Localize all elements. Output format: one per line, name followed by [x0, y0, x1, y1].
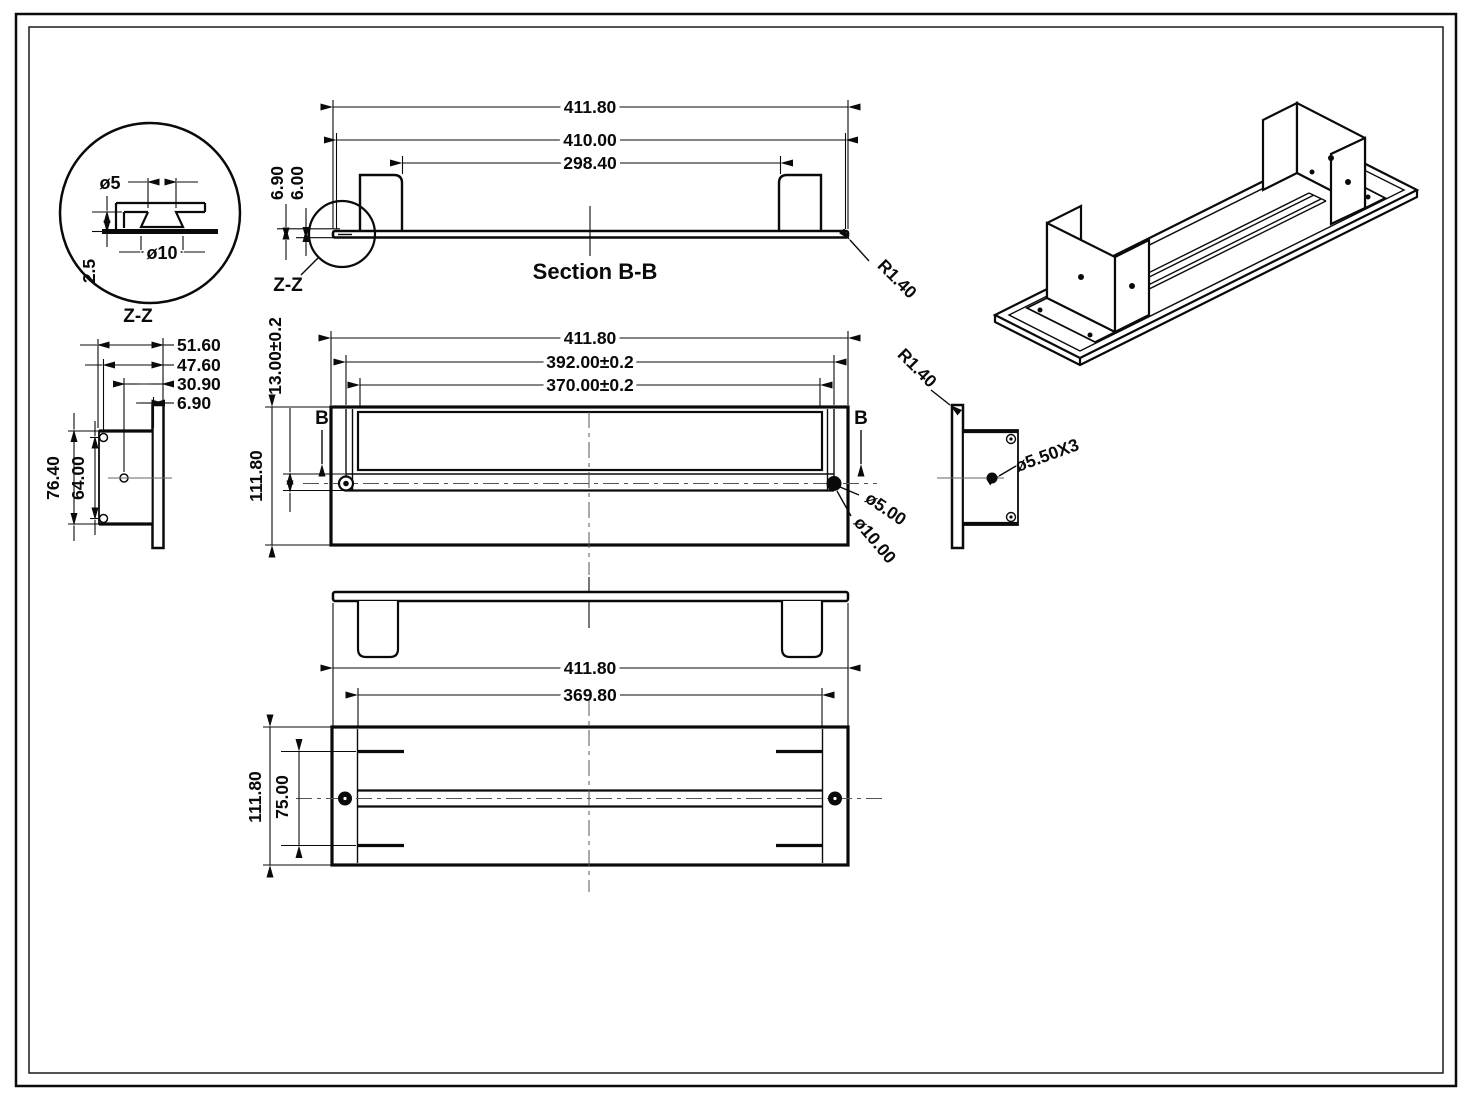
detail-circle	[58, 121, 242, 305]
dim-label-section-411-80: 411.80	[564, 97, 617, 117]
dim-detail-depth: 2.5	[79, 196, 122, 283]
outer-border	[14, 12, 1458, 1088]
isometric-view	[992, 101, 1420, 367]
dim-side-51-60: 51.60	[80, 335, 221, 428]
detail-view-zz: ø5 ø10 2.5 Z-Z	[58, 121, 242, 327]
dim-section-411-80: 411.80	[320, 93, 861, 121]
dim-plan-411-80: 411.80	[318, 324, 861, 352]
dim-label-plan-111-80: 111.80	[246, 450, 266, 502]
side-hole-top	[98, 432, 109, 443]
side-hole-bottom	[98, 513, 109, 524]
detail-callout-circle	[307, 199, 377, 269]
end-flange	[950, 403, 965, 550]
front-leg-left	[356, 601, 400, 659]
dim-end-r140: R1.40	[894, 344, 962, 416]
dim-label-depth: 2.5	[79, 259, 99, 284]
dim-label-plan-411-80: 411.80	[564, 328, 617, 348]
section-right-tab	[777, 173, 823, 231]
dim-side-47-60: 47.60	[85, 355, 221, 432]
section-marker-b-left: B	[315, 408, 329, 477]
dim-plan-13-00: 13.00±0.2	[265, 317, 345, 512]
plan-recess	[356, 410, 824, 472]
dim-side-6-90: 6.90	[136, 393, 211, 428]
section-b-right-label: B	[854, 408, 868, 429]
plan-view: 411.80 392.00±0.2 370.00±0.2 B B	[246, 317, 910, 575]
dim-bottom-369-80: 369.80	[345, 681, 835, 709]
dim-label-section-6-90: 6.90	[267, 166, 287, 200]
dim-side-64-00: 64.00	[68, 421, 100, 535]
section-left-tab	[358, 173, 404, 231]
dim-section-298-40: 298.40	[390, 149, 793, 177]
dim-label-plan-392-00: 392.00±0.2	[546, 352, 634, 372]
dim-label-bottom-111-80: 111.80	[245, 771, 265, 823]
dim-section-r140: R1.40	[839, 228, 921, 303]
bottom-outline	[330, 725, 850, 867]
front-plate	[331, 590, 850, 603]
end-view: R1.40 ø5.50X3	[894, 344, 1082, 550]
dim-label-dia10: ø10	[146, 243, 177, 263]
detail-title: Z-Z	[123, 306, 153, 327]
dim-label-section-298-40: 298.40	[563, 153, 617, 173]
dim-label-plan-13-00: 13.00±0.2	[265, 317, 285, 395]
dim-detail-dia5: ø5	[99, 173, 198, 208]
plan-hole-right	[826, 476, 842, 491]
dim-label-76-40: 76.40	[43, 456, 63, 500]
section-title: Section B-B	[533, 259, 658, 284]
dim-label-51-60: 51.60	[177, 335, 221, 355]
bottom-view: 411.80 369.80 111.80	[245, 603, 884, 892]
dim-label-47-60: 47.60	[177, 355, 221, 375]
dim-plan-370-00: 370.00±0.2	[347, 371, 833, 399]
detail-callout-label: Z-Z	[273, 275, 303, 296]
dim-label-dia5: ø5	[99, 173, 120, 193]
dim-plan-392-00: 392.00±0.2	[333, 348, 847, 376]
dim-side-30-90: 30.90	[113, 374, 221, 472]
dim-side-76-40: 76.40	[43, 413, 98, 541]
dim-label-end-r140: R1.40	[894, 344, 941, 391]
detail-profile	[114, 201, 207, 231]
section-marker-b-right: B	[854, 408, 868, 477]
dim-section-410-00: 410.00	[324, 126, 858, 154]
dim-label-section-r140: R1.40	[874, 255, 921, 302]
front-view	[331, 577, 850, 659]
section-bb-view: 411.80 410.00 298.40 6.90 6.00	[267, 93, 921, 303]
dim-label-64-00: 64.00	[68, 456, 88, 500]
dim-label-30-90: 30.90	[177, 374, 221, 394]
side-flange	[151, 403, 165, 550]
dim-bottom-111-80: 111.80	[245, 714, 331, 878]
inner-border	[28, 26, 1444, 1074]
iso-inner-frame	[1007, 153, 1406, 352]
dim-label-bottom-369-80: 369.80	[563, 685, 617, 705]
dim-label-section-6-00: 6.00	[287, 166, 307, 200]
drawing-border	[14, 12, 1458, 1088]
dim-label-bottom-411-80: 411.80	[564, 658, 617, 678]
side-view: 51.60 47.60 30.90 6.90	[43, 335, 221, 550]
dim-label-section-410-00: 410.00	[563, 130, 617, 150]
dim-detail-dia10: ø10	[119, 236, 205, 267]
dim-bottom-411-80: 411.80	[320, 654, 861, 682]
section-b-left-label: B	[315, 408, 329, 429]
dim-plan-111-80: 111.80	[246, 394, 330, 558]
iso-left-bracket	[1024, 204, 1151, 344]
dim-section-6-00: 6.00	[287, 166, 333, 256]
end-hole-center	[986, 472, 998, 484]
dim-label-plan-370-00: 370.00±0.2	[546, 375, 634, 395]
dim-label-end-dia550: ø5.50X3	[1013, 434, 1082, 476]
iso-right-bracket	[1261, 101, 1387, 226]
dim-bottom-75-00: 75.00	[272, 739, 356, 858]
front-leg-right	[780, 601, 824, 659]
dim-label-6-90: 6.90	[177, 393, 211, 413]
dim-label-bottom-75-00: 75.00	[272, 775, 292, 819]
